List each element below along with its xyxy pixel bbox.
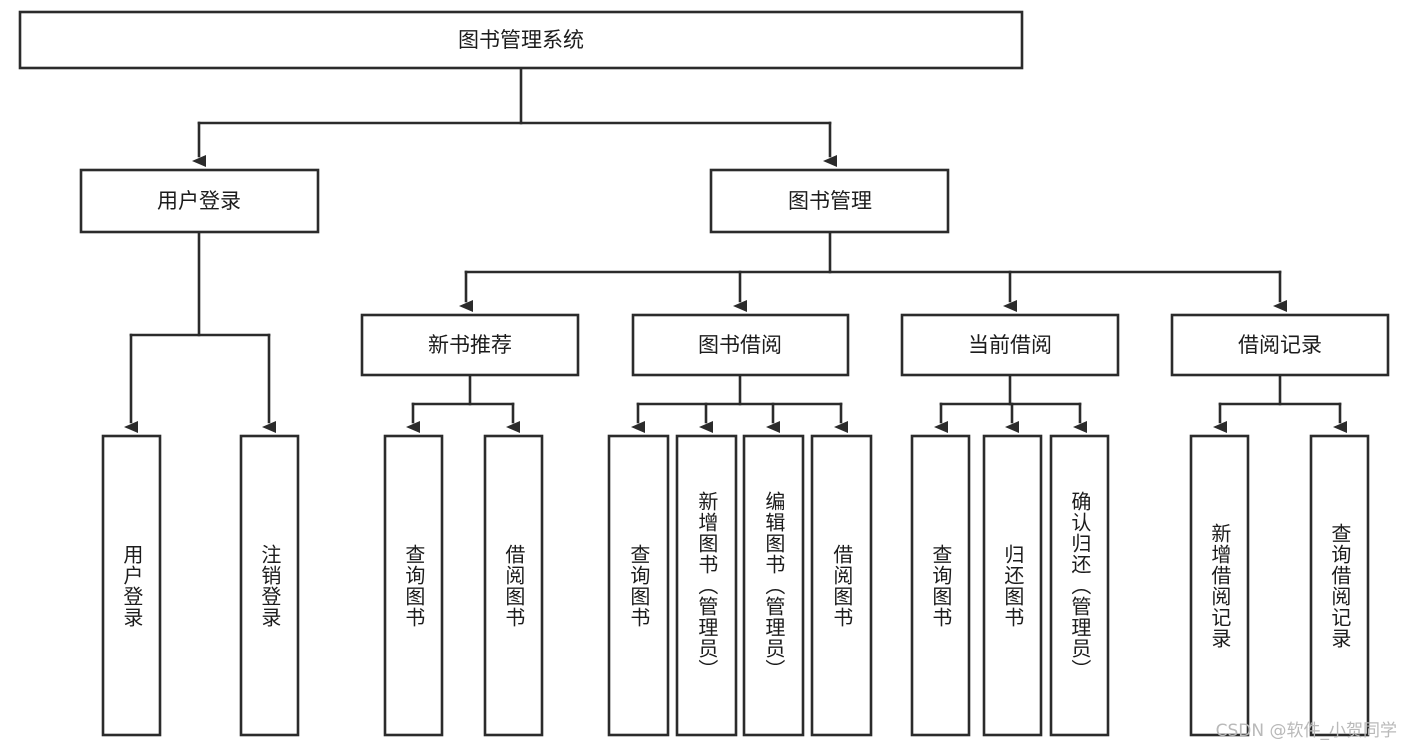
- node-borrow-record-label: 借阅记录: [1238, 333, 1322, 357]
- leaf-box[interactable]: [101, 434, 162, 737]
- node-new-book-recommend-label: 新书推荐: [428, 333, 512, 357]
- node-book-borrow[interactable]: 图书借阅: [631, 313, 850, 377]
- node-book-manage-box[interactable]: [709, 168, 950, 234]
- connector-group: [124, 66, 1347, 433]
- leaf-box[interactable]: [607, 434, 670, 737]
- node-current-borrow-box[interactable]: [900, 313, 1120, 377]
- node-current-borrow-label: 当前借阅: [968, 333, 1052, 357]
- node-root[interactable]: 图书管理系统: [18, 10, 1024, 70]
- node-new-book-recommend-box[interactable]: [360, 313, 580, 377]
- node-user-login-label: 用户登录: [157, 189, 241, 213]
- leaf-box[interactable]: [483, 434, 544, 737]
- leaf-box[interactable]: [982, 434, 1043, 737]
- leaf-box[interactable]: [742, 434, 805, 737]
- csdn-watermark: CSDN @软件_小贺同学: [1215, 721, 1397, 741]
- leaf-box[interactable]: [1049, 434, 1110, 737]
- leaf-box[interactable]: [383, 434, 444, 737]
- node-current-borrow[interactable]: 当前借阅: [900, 313, 1120, 377]
- leaf-box-group: [101, 434, 1370, 737]
- node-book-manage[interactable]: 图书管理: [709, 168, 950, 234]
- node-root-box[interactable]: [18, 10, 1024, 70]
- node-borrow-record[interactable]: 借阅记录: [1170, 313, 1390, 377]
- leaf-box[interactable]: [910, 434, 971, 737]
- leaf-box[interactable]: [1309, 434, 1370, 737]
- node-user-login[interactable]: 用户登录: [79, 168, 320, 234]
- node-root-label: 图书管理系统: [458, 28, 584, 52]
- leaf-box[interactable]: [239, 434, 300, 737]
- leaf-box[interactable]: [1189, 434, 1250, 737]
- node-book-manage-label: 图书管理: [788, 189, 872, 213]
- node-book-borrow-label: 图书借阅: [698, 333, 782, 357]
- node-borrow-record-box[interactable]: [1170, 313, 1390, 377]
- node-book-borrow-box[interactable]: [631, 313, 850, 377]
- node-new-book-recommend[interactable]: 新书推荐: [360, 313, 580, 377]
- leaf-box[interactable]: [675, 434, 738, 737]
- leaf-box[interactable]: [810, 434, 873, 737]
- node-user-login-box[interactable]: [79, 168, 320, 234]
